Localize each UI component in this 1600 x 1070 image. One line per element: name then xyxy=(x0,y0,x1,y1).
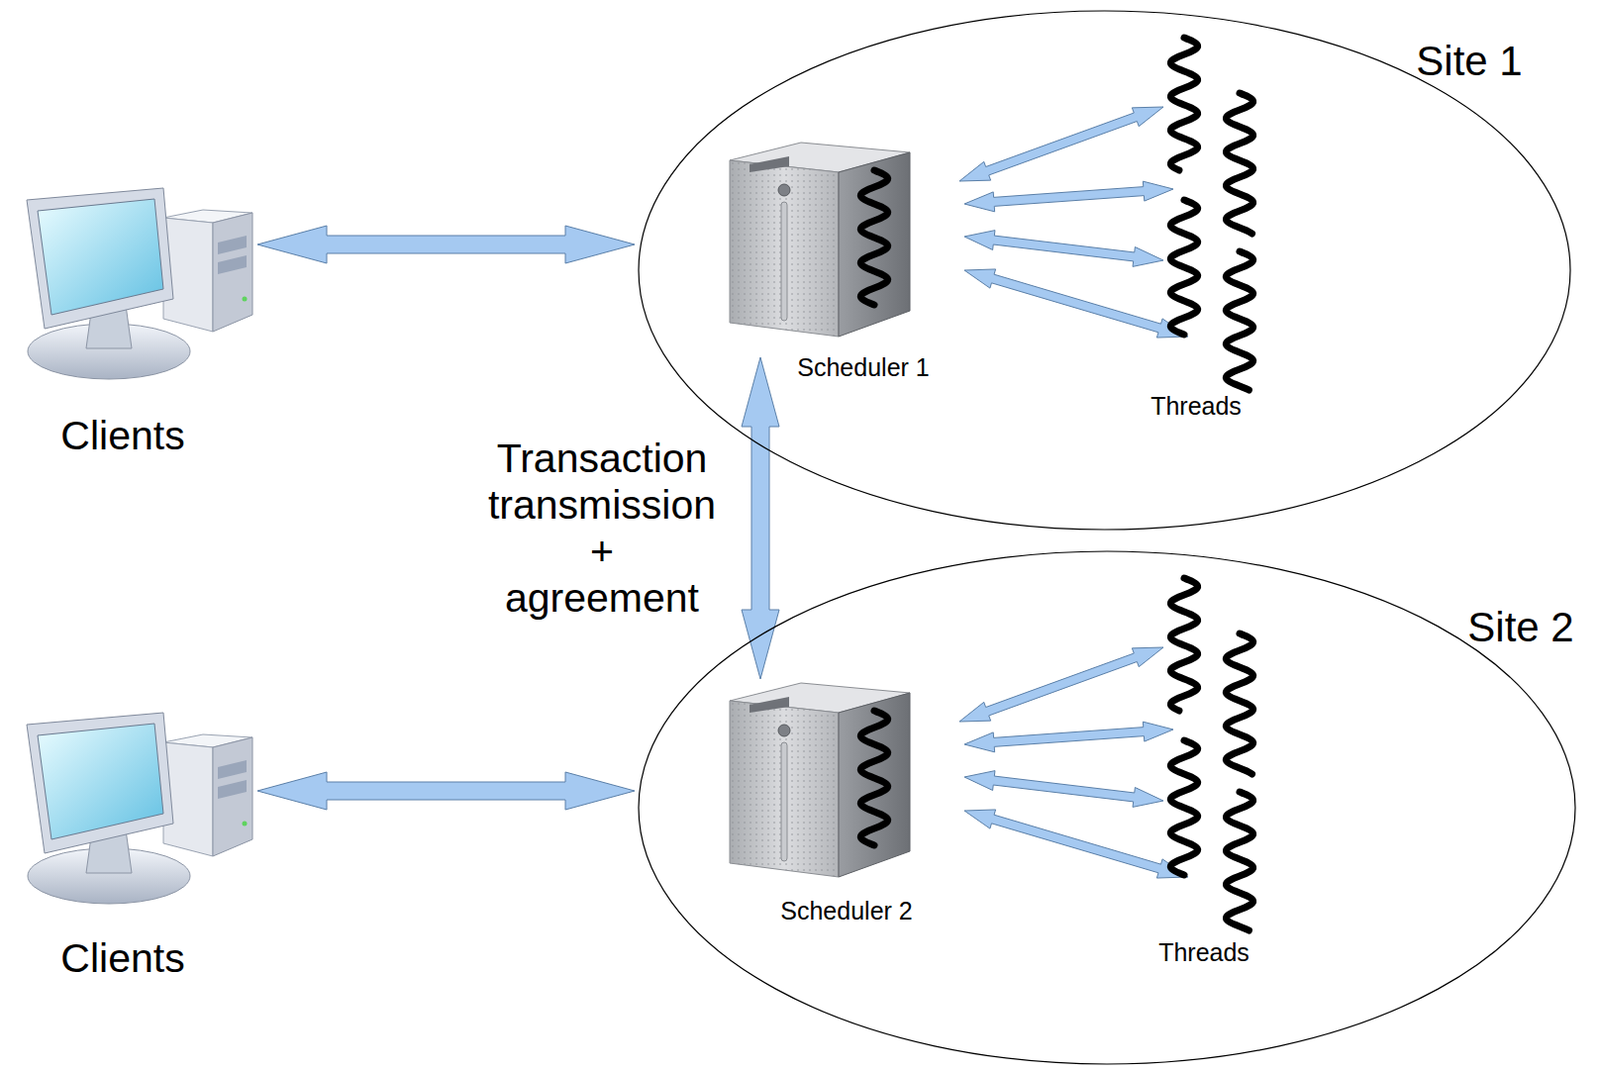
power-button xyxy=(778,184,791,197)
thread-squiggle xyxy=(1170,200,1198,335)
thread-squiggle xyxy=(860,710,888,846)
monitor-screen xyxy=(37,723,164,840)
monitor-frame xyxy=(26,188,174,329)
double-arrow xyxy=(964,230,1164,268)
server-grill xyxy=(729,160,839,337)
scheduler-server: Scheduler 2 xyxy=(729,683,913,878)
thread-squiggle xyxy=(1225,633,1253,775)
thread-group: Threads xyxy=(1138,572,1268,934)
monitor-screen xyxy=(37,199,164,315)
thread-group: Threads xyxy=(1138,31,1268,394)
server-side xyxy=(838,693,910,878)
node-label: Threads xyxy=(1158,938,1250,968)
node-label: Site 2 xyxy=(1467,603,1574,652)
site-outline xyxy=(638,551,1576,1065)
client-computer: Clients xyxy=(14,712,258,986)
tower-bay xyxy=(217,780,247,800)
tower-bay xyxy=(217,235,247,255)
server-front xyxy=(729,160,839,337)
server-icon xyxy=(729,683,913,878)
threads-icon xyxy=(1138,31,1268,394)
tower-side xyxy=(212,212,253,332)
thread-squiggle xyxy=(1225,93,1253,234)
node-label: Scheduler 1 xyxy=(797,353,929,383)
label-anchor: Scheduler 1 xyxy=(797,353,929,383)
thread-squiggle xyxy=(860,170,888,305)
label-anchor: Threads xyxy=(1158,938,1250,968)
site-region: Site 1 Scheduler 1 Threads xyxy=(637,9,1572,531)
monitor-frame xyxy=(26,712,174,854)
tower-bay xyxy=(217,760,247,780)
double-arrow xyxy=(257,225,635,264)
label-anchor: Clients xyxy=(60,412,185,460)
node-label: Clients xyxy=(60,935,185,983)
power-button xyxy=(778,724,791,737)
tower-led xyxy=(242,297,248,302)
scheduler-server: Scheduler 1 xyxy=(729,142,913,337)
double-arrow xyxy=(964,269,1189,338)
tower-bay xyxy=(217,255,247,275)
thread-squiggle xyxy=(1225,251,1253,391)
site-region: Site 2 Scheduler 2 Threads xyxy=(637,550,1577,1066)
server-badge xyxy=(749,697,790,713)
double-arrow xyxy=(964,771,1164,808)
node-label: Threads xyxy=(1150,392,1242,421)
tower-led xyxy=(242,821,248,827)
thread-squiggle xyxy=(1170,578,1198,711)
label-anchor: Scheduler 2 xyxy=(780,897,912,926)
double-arrow xyxy=(964,721,1174,753)
node-label: Clients xyxy=(60,412,185,460)
server-slot xyxy=(781,201,788,321)
node-label: Site 1 xyxy=(1415,37,1522,86)
double-arrow xyxy=(959,647,1164,722)
server-side xyxy=(838,152,910,337)
double-arrow xyxy=(964,809,1189,879)
label-anchor: Site 2 xyxy=(1467,603,1574,652)
double-arrow xyxy=(959,106,1164,182)
edge-label-box: Transaction transmission + agreement xyxy=(473,435,731,623)
edge-label: Transaction transmission + agreement xyxy=(473,435,731,623)
thread-squiggle xyxy=(1225,792,1253,931)
server-grill xyxy=(729,700,839,878)
server-badge xyxy=(749,156,790,173)
label-anchor: Site 1 xyxy=(1415,37,1522,86)
double-arrow xyxy=(257,772,635,810)
server-slot xyxy=(781,742,788,862)
double-arrow xyxy=(964,181,1174,212)
threads-icon xyxy=(1138,572,1268,934)
label-anchor: Threads xyxy=(1150,392,1242,421)
label-anchor: Clients xyxy=(60,935,185,983)
server-icon xyxy=(729,142,913,337)
thread-squiggle xyxy=(1170,740,1198,876)
client-computer: Clients xyxy=(14,188,258,461)
server-front xyxy=(729,700,839,878)
site-outline xyxy=(638,10,1571,530)
thread-squiggle xyxy=(1170,37,1198,171)
node-label: Scheduler 2 xyxy=(780,897,912,926)
double-arrow xyxy=(741,357,780,680)
tower-side xyxy=(212,737,253,857)
